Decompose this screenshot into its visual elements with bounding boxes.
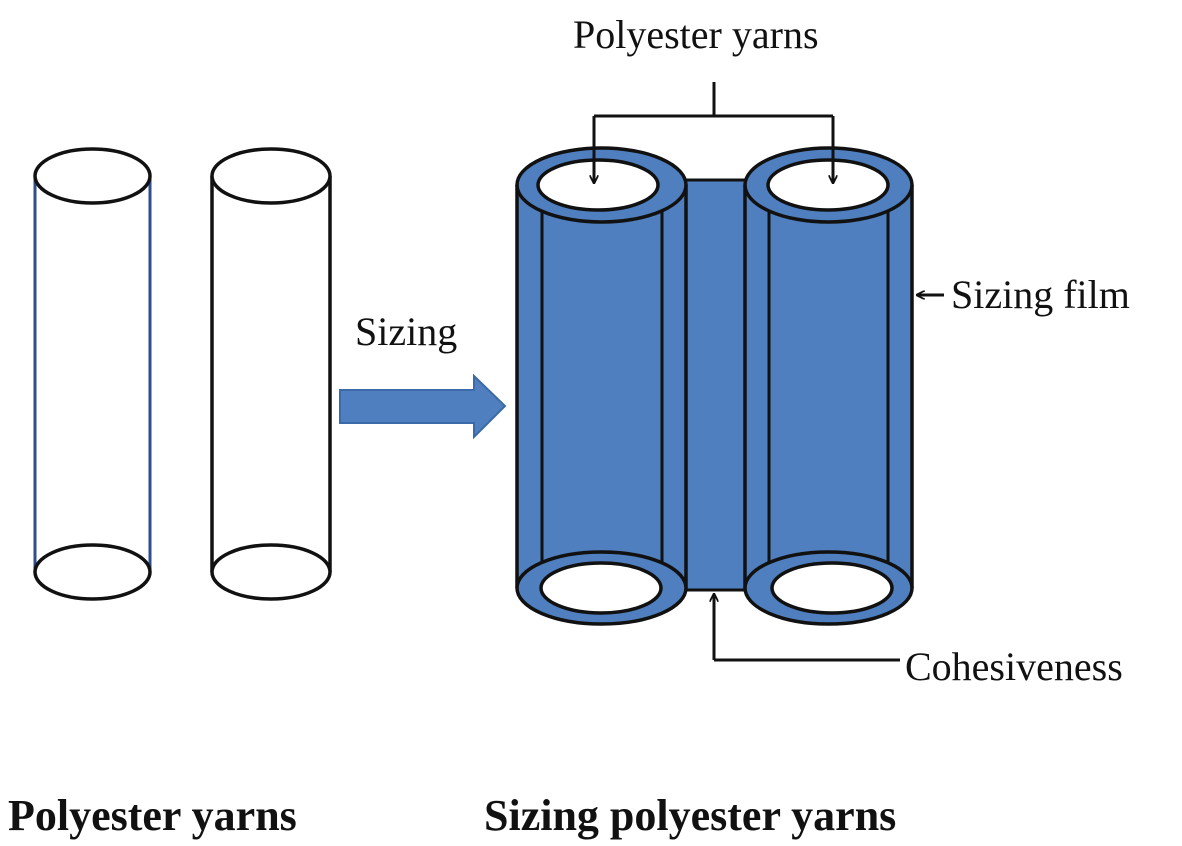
- yarn-core-top: [766, 158, 890, 212]
- yarn-core-top: [536, 158, 660, 212]
- sized-yarn-1: [515, 146, 688, 626]
- caption-sizing-polyester-yarns: Sizing polyester yarns: [484, 791, 896, 840]
- cohesiveness-label: Cohesiveness: [905, 644, 1123, 689]
- sized-yarn-2: [743, 146, 914, 626]
- polyester-yarns-label: Polyester yarns: [573, 12, 819, 57]
- sizing-film-label: Sizing film: [951, 272, 1130, 317]
- sized-yarn-assembly: [515, 146, 914, 626]
- yarn-core-bottom: [770, 561, 894, 615]
- unsized-yarn-2: [210, 147, 332, 601]
- sizing-label: Sizing: [355, 309, 457, 354]
- yarn-core-bottom: [539, 561, 663, 615]
- unsized-yarn-1: [33, 147, 152, 601]
- cohesiveness-callout: [714, 594, 900, 662]
- caption-polyester-yarns: Polyester yarns: [8, 791, 297, 840]
- polyester-yarns-callout: [594, 82, 833, 183]
- sizing-process-arrow: [339, 373, 507, 440]
